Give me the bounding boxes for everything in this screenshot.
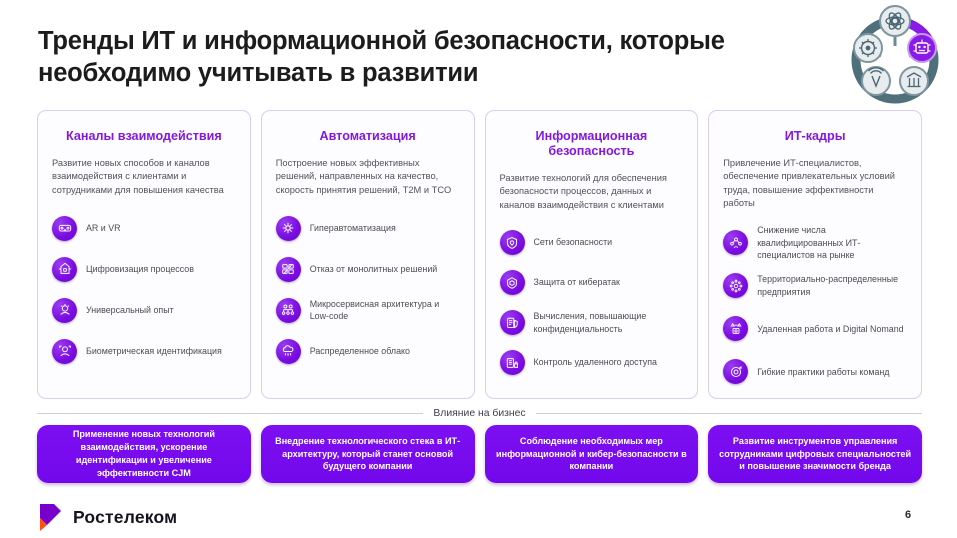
it-trends-ring-graphic [843, 4, 947, 108]
trend-card-it-staff[interactable]: ИТ-кадры Привлечение ИТ-специалистов, об… [708, 110, 922, 399]
list-item-label: Универсальный опыт [86, 305, 174, 316]
list-item-label: Снижение числа квалифицированных ИТ-спец… [757, 224, 861, 261]
brand-name: Ростелеком [73, 506, 178, 527]
face-id-icon [52, 338, 77, 364]
list-item-label: Гибкие практики работы команд [757, 366, 890, 377]
antenna-signal-icon [861, 66, 891, 96]
list-item-label: Территориально-распределенные предприяти… [757, 274, 899, 297]
rostelecom-logo-icon [37, 502, 64, 532]
page-title: Тренды ИТ и информационной безопасности,… [38, 27, 725, 87]
list-item-label: Микросервисная архитектура и Low-code [309, 298, 440, 322]
impact-box-it-staff[interactable]: Развитие инструментов управления сотрудн… [708, 425, 922, 483]
brand-logo: Ростелеком [37, 502, 177, 532]
card-item-list: Гиперавтоматизация Отказ от монолитных р… [275, 209, 460, 388]
vr-headset-icon [52, 215, 77, 241]
card-description: Построение новых эффективных решений, на… [275, 158, 452, 195]
list-item-label: Цифровизация процессов [86, 264, 194, 275]
list-item-label: Распределенное облако [309, 346, 410, 357]
list-item[interactable]: Отказ от монолитных решений [275, 250, 460, 288]
list-item[interactable]: Вычисления, повышающие конфиденциальност… [499, 304, 684, 341]
card-description: Развитие технологий для обеспечения безо… [499, 172, 667, 210]
microservices-icon [275, 297, 301, 323]
privacy-computing-icon [499, 310, 525, 336]
list-item[interactable]: Территориально-распределенные предприяти… [723, 266, 907, 306]
atom-icon [879, 5, 911, 37]
security-mesh-icon [499, 230, 525, 256]
hyperautomation-gear-icon [275, 215, 301, 241]
list-item-label: Удаленная работа и Digital Nomand [757, 323, 904, 334]
card-item-list: Снижение числа квалифицированных ИТ-спец… [723, 223, 907, 395]
list-item[interactable]: Биометрическая идентификация [52, 332, 236, 370]
remote-access-control-icon [499, 350, 525, 376]
list-item-label: Гиперавтоматизация [309, 223, 396, 234]
list-item[interactable]: AR и VR [52, 209, 236, 247]
impact-boxes-row: Применение новых технологий взаимодейств… [37, 425, 922, 483]
card-title: Автоматизация [319, 129, 416, 143]
list-item-label: Отказ от монолитных решений [309, 264, 438, 275]
list-item[interactable]: Снижение числа квалифицированных ИТ-спец… [723, 223, 907, 263]
talent-shortage-icon [723, 230, 749, 256]
card-item-list: Сети безопасности Защита от кибератак [499, 224, 684, 388]
list-item-label: Биометрическая идентификация [86, 346, 222, 357]
card-title: Информационная безопасность [535, 129, 648, 159]
list-item[interactable]: Распределенное облако [275, 332, 460, 370]
card-description: Привлечение ИТ-специалистов, обеспечение… [723, 158, 895, 209]
list-item-label: Вычисления, повышающие конфиденциальност… [533, 310, 647, 334]
impact-divider: Влияние на бизнес [37, 404, 922, 422]
page-number: 6 [905, 509, 912, 521]
list-item[interactable]: Контроль удаленного доступа [499, 344, 684, 381]
card-item-list: AR и VR Цифровизация процессов [52, 209, 236, 388]
remote-work-icon [723, 316, 749, 342]
card-description: Развитие новых способов и каналов взаимо… [52, 158, 224, 195]
universal-experience-icon [52, 297, 77, 323]
list-item-label: Контроль удаленного доступа [533, 357, 657, 368]
divider-line-right [535, 412, 922, 414]
robot-chip-icon [907, 33, 937, 63]
trend-card-infosecurity[interactable]: Информационная безопасность Развитие тех… [484, 110, 699, 399]
list-item-label: AR и VR [86, 223, 121, 234]
divider-line-left [37, 412, 424, 414]
impact-box-infosecurity[interactable]: Соблюдение необходимых мер информационно… [484, 425, 699, 483]
agile-practices-icon [723, 359, 749, 385]
list-item[interactable]: Сети безопасности [499, 224, 684, 261]
trend-cards-row: Каналы взаимодействия Развитие новых спо… [37, 110, 922, 399]
list-item[interactable]: Удаленная работа и Digital Nomand [723, 309, 907, 349]
list-item[interactable]: Цифровизация процессов [52, 250, 236, 288]
list-item[interactable]: Гибкие практики работы команд [723, 352, 907, 392]
impact-box-channels[interactable]: Применение новых технологий взаимодейств… [37, 425, 251, 483]
list-item[interactable]: Защита от кибератак [499, 264, 684, 301]
monolith-refusal-icon [275, 256, 301, 282]
gear-network-icon [853, 33, 883, 63]
distributed-enterprise-icon [723, 273, 749, 299]
impact-box-automation[interactable]: Внедрение технологического стека в ИТ-ар… [260, 425, 475, 483]
distributed-cloud-icon [275, 338, 301, 364]
trend-card-automation[interactable]: Автоматизация Построение новых эффективн… [260, 110, 475, 399]
list-item-label: Сети безопасности [533, 237, 613, 248]
cyber-shield-icon [499, 270, 525, 296]
list-item[interactable]: Универсальный опыт [52, 291, 236, 329]
list-item[interactable]: Микросервисная архитектура и Low-code [275, 291, 460, 329]
digital-process-icon [52, 256, 77, 282]
trend-card-channels[interactable]: Каналы взаимодействия Развитие новых спо… [37, 110, 251, 399]
list-item[interactable]: Гиперавтоматизация [275, 209, 460, 247]
card-title: Каналы взаимодействия [66, 129, 222, 143]
bank-building-icon [899, 66, 929, 96]
impact-label: Влияние на бизнес [433, 407, 526, 419]
card-title: ИТ-кадры [784, 129, 846, 143]
list-item-label: Защита от кибератак [533, 277, 620, 288]
